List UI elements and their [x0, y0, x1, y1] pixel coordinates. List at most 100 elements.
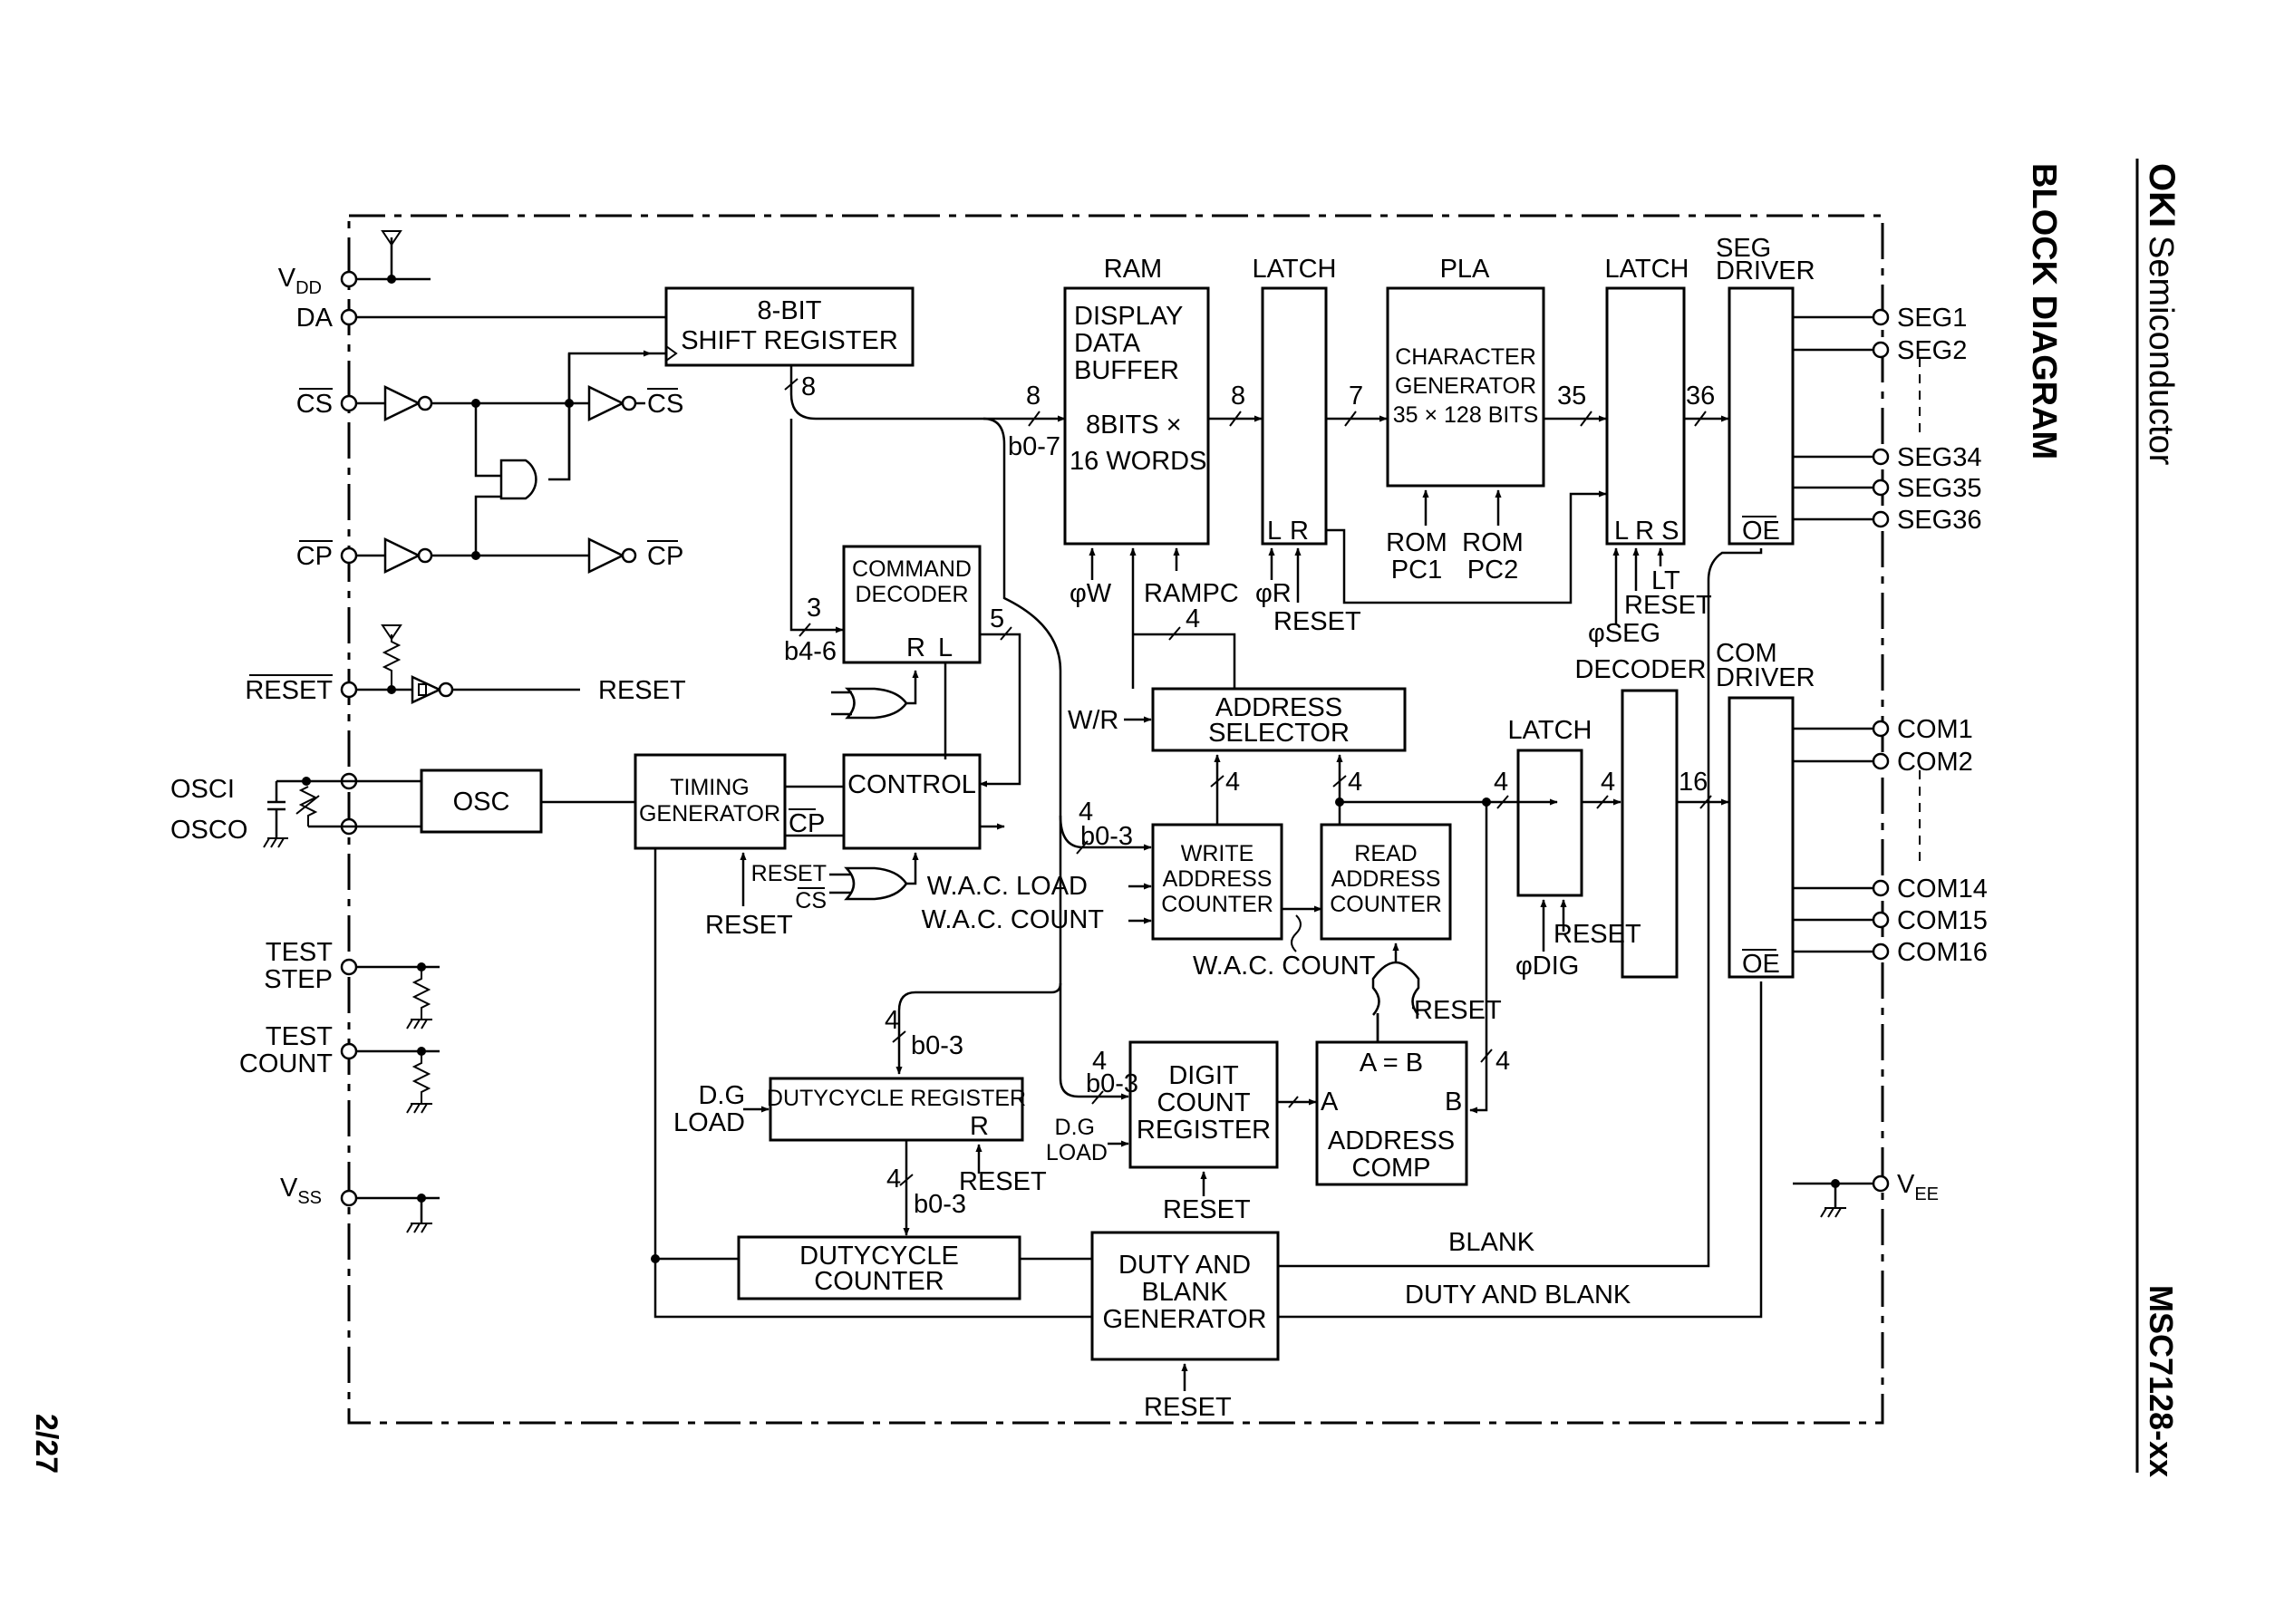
bus-width-8c: 8: [1231, 382, 1245, 411]
pin-seg35: [1872, 478, 1890, 497]
rac-junction: [1335, 798, 1344, 807]
vss-ground: [356, 1194, 440, 1233]
pin-com15: [1872, 911, 1890, 929]
address-selector-block: [1151, 687, 1407, 752]
bus-b0-3-dc: b0-3: [914, 1190, 966, 1219]
com-oe-label: OE: [1742, 950, 1780, 979]
address-selector-label-1: ADDRESS: [1215, 693, 1342, 722]
com-driver-block: [1728, 696, 1795, 979]
gate-cs-label: CS: [795, 888, 827, 914]
wac-count-link: [1291, 914, 1302, 952]
comp-a-label: A: [1321, 1088, 1339, 1116]
latch3-reset-label: RESET: [1554, 920, 1641, 949]
pin-cs: [340, 394, 358, 412]
latch3-title: LATCH: [1508, 716, 1592, 745]
command-decoder-label-2: DECODER: [855, 582, 968, 607]
bus-b0-7: b0-7: [1008, 432, 1060, 461]
test-count-pulldown: [356, 1047, 440, 1114]
decoder-title: DECODER: [1574, 655, 1706, 684]
vdd-supply-symbol: [356, 230, 431, 284]
address-comp-eq: A = B: [1360, 1049, 1423, 1078]
wac-load-label: W.A.C. LOAD: [927, 872, 1088, 901]
bus-width-4-latch3-out: 4: [1601, 768, 1615, 797]
duty-and-blank-label: DUTY AND BLANK: [1405, 1281, 1631, 1310]
bus-slash-4-latch3-in: [1496, 795, 1509, 809]
pin-vdd: [340, 270, 358, 288]
wac-count-label: W.A.C. COUNT: [922, 905, 1105, 934]
bus-slash-dcr-comp: [1288, 1096, 1299, 1108]
lt-label: LT: [1651, 566, 1680, 595]
pin-com1-label: COM1: [1897, 715, 1973, 744]
pin-seg35-label: SEG35: [1897, 474, 1982, 503]
pin-vdd-label: VDD: [278, 264, 322, 298]
pin-seg2: [1872, 341, 1890, 359]
address-comp-label-2: COMP: [1352, 1154, 1431, 1183]
shift-clock-triangle: [665, 345, 678, 362]
pin-cp: [340, 546, 358, 565]
ram-label-2: DATA: [1074, 329, 1141, 358]
comp-b-bus: [1469, 802, 1488, 1114]
pin-vee-label: VEE: [1897, 1170, 1939, 1204]
bus-width-4-latch3-in: 4: [1494, 768, 1508, 797]
pin-seg2-label: SEG2: [1897, 336, 1967, 365]
bus-slash-3: [799, 623, 811, 637]
pin-com2-label: COM2: [1897, 748, 1973, 777]
pla-label-3: 35 × 128 BITS: [1393, 402, 1539, 428]
rom-pc1-label-2: PC1: [1391, 556, 1442, 585]
latch3-block: [1516, 749, 1583, 897]
reset-output-label: RESET: [598, 676, 686, 705]
control-block: [842, 753, 982, 850]
pin-com15-label: COM15: [1897, 906, 1988, 935]
test-step-pulldown: [356, 962, 440, 1030]
bus-width-4-wac: 4: [1079, 798, 1093, 826]
decoder-block: [1621, 689, 1679, 979]
bus-width-4-rampc: 4: [1186, 604, 1200, 633]
shift-register-label-1: 8-BIT: [758, 296, 822, 325]
cmd-l-flag: L: [938, 633, 953, 662]
brand-suffix: Semiconductor: [2142, 236, 2180, 466]
read-counter-block: [1320, 823, 1452, 941]
or-gate-control: [829, 852, 919, 901]
pin-cp-label: CP: [296, 542, 333, 571]
latch2-title: LATCH: [1605, 255, 1689, 284]
pin-com14: [1872, 879, 1890, 897]
bus-width-7: 7: [1349, 382, 1363, 411]
phi-w-label: φW: [1070, 579, 1112, 608]
blank-wire: [1278, 548, 1763, 1268]
digit-count-label-1: DIGIT: [1168, 1061, 1239, 1090]
bus-width-3: 3: [807, 594, 821, 623]
svg-text:VEE: VEE: [1897, 1170, 1939, 1204]
pin-vss: [340, 1189, 358, 1207]
dbg-reset-label: RESET: [1144, 1393, 1232, 1422]
pin-cs-label: CS: [296, 390, 333, 419]
or-reset-label: RESET: [1414, 996, 1502, 1025]
control-label: CONTROL: [847, 770, 976, 799]
ram-label-4: 8BITS ×: [1086, 411, 1182, 440]
bus-slash-35: [1580, 411, 1592, 427]
bus-slash-4-comp: [1480, 1049, 1493, 1063]
pin-com16-label: COM16: [1897, 938, 1988, 967]
pin-com14-label: COM14: [1897, 875, 1988, 904]
dutycycle-register-label: DUTYCYCLE REGISTER: [767, 1086, 1026, 1111]
read-counter-label-1: READ: [1354, 841, 1417, 866]
phi-dig-label: φDIG: [1515, 952, 1579, 981]
vee-ground: [1793, 1179, 1873, 1218]
cmd-to-control-bus: [979, 633, 1021, 788]
rom-pc1-label-1: ROM: [1386, 528, 1447, 557]
seg-output-wires: [1793, 315, 1921, 521]
bus-slash-8b: [1028, 411, 1041, 427]
ram-title: RAM: [1104, 255, 1162, 284]
bus-width-36: 36: [1686, 382, 1715, 411]
read-counter-label-3: COUNTER: [1330, 892, 1442, 917]
dcr-load-label-2: LOAD: [1046, 1140, 1108, 1165]
seg-driver-label-2: DRIVER: [1716, 256, 1815, 285]
timing-generator-label-1: TIMING: [670, 775, 750, 800]
cp-buffer-chain: [356, 495, 637, 574]
duty-blank-label-1: DUTY AND: [1118, 1251, 1251, 1280]
bus-width-4-rs: 4: [1348, 768, 1362, 797]
latch1-r-to-latch2-wire: [1326, 490, 1607, 604]
or-gate-rac: [1371, 942, 1420, 1042]
com-driver-label-1: COM: [1716, 639, 1777, 668]
tg-cp-label: CP: [789, 809, 825, 838]
